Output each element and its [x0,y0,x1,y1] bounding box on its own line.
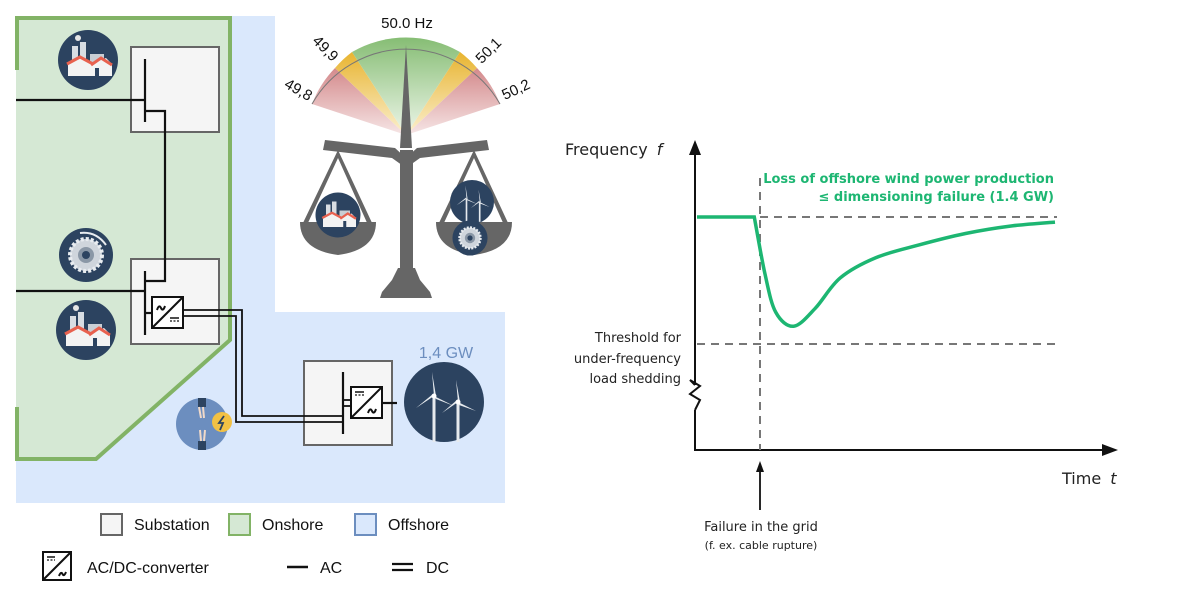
legend-label-substation: Substation [134,517,210,534]
legend-swatch-offshore [354,513,377,536]
factory-icon [315,192,361,238]
y-axis-break [688,379,702,411]
gauge-yellow-left [335,52,406,135]
wind-farm-icon [404,362,484,442]
legend-label-ac: AC [320,560,342,577]
event-label-line2: (f. ex. cable rupture) [705,539,818,552]
cable-rupture-icon [176,398,232,450]
factory-icon [56,300,116,360]
gauge-tick-49-9: 49,9 [309,32,342,65]
y-axis-label: Frequency f [565,140,665,159]
curve-label-line1: Loss of offshore wind power production [763,172,1054,187]
gauge-red-left [312,68,406,135]
balance-needle [400,45,412,148]
ac-lines [16,59,397,434]
y-axis-label-var: f [657,140,665,159]
legend-swatch-substation [100,513,123,536]
legend-label-onshore: Onshore [262,517,323,534]
threshold-label-line3: load shedding [589,372,681,387]
legend: Substation Onshore Offshore AC/DC-conver… [42,513,449,581]
y-axis-label-text: Frequency [565,140,648,159]
onshore-border [15,16,232,461]
gauge-center-label: 50.0 Hz [381,15,433,32]
x-axis-arrow [1102,444,1118,456]
legend-label-converter: AC/DC-converter [87,560,209,577]
gauge-tick-49-8: 49,8 [281,75,315,104]
wind-capacity-label: 1,4 GW [419,345,474,362]
balance-base [380,268,432,298]
y-axis-arrow [689,140,701,155]
grid-diagram: 1,4 GW [15,16,505,503]
frequency-curve [697,215,1056,328]
threshold-label-line1: Threshold for [594,331,682,346]
event-label-line1: Failure in the grid [704,520,818,535]
factory-icon [58,30,118,90]
curve-label-line2: ≤ dimensioning failure (1.4 GW) [818,190,1054,205]
wind-farm-icon [450,180,494,224]
legend-swatch-onshore [228,513,251,536]
event-arrow-head [756,461,764,472]
legend-label-dc: DC [426,560,449,577]
converter-onshore [151,296,184,329]
balance-beam [323,140,489,168]
threshold-label-line2: under-frequency [574,352,681,367]
legend-label-offshore: Offshore [388,517,449,534]
gauge-red-right [406,68,500,135]
x-axis-label: Time t [1061,469,1117,488]
left-pan [300,222,376,255]
x-axis-label-var: t [1110,469,1117,488]
dc-lines [184,309,351,423]
turbine-icon [59,228,113,282]
frequency-chart: Frequency f Time t Loss of offshore wind… [565,140,1118,552]
gauge-yellow-right [406,52,477,135]
converter-icon [42,551,72,581]
gauge-tick-50-1: 50,1 [472,34,505,67]
x-axis-label-text: Time [1061,469,1101,488]
gauge-tick-50-2: 50,2 [499,76,533,104]
converter-offshore [350,386,383,419]
turbine-icon [452,220,488,256]
